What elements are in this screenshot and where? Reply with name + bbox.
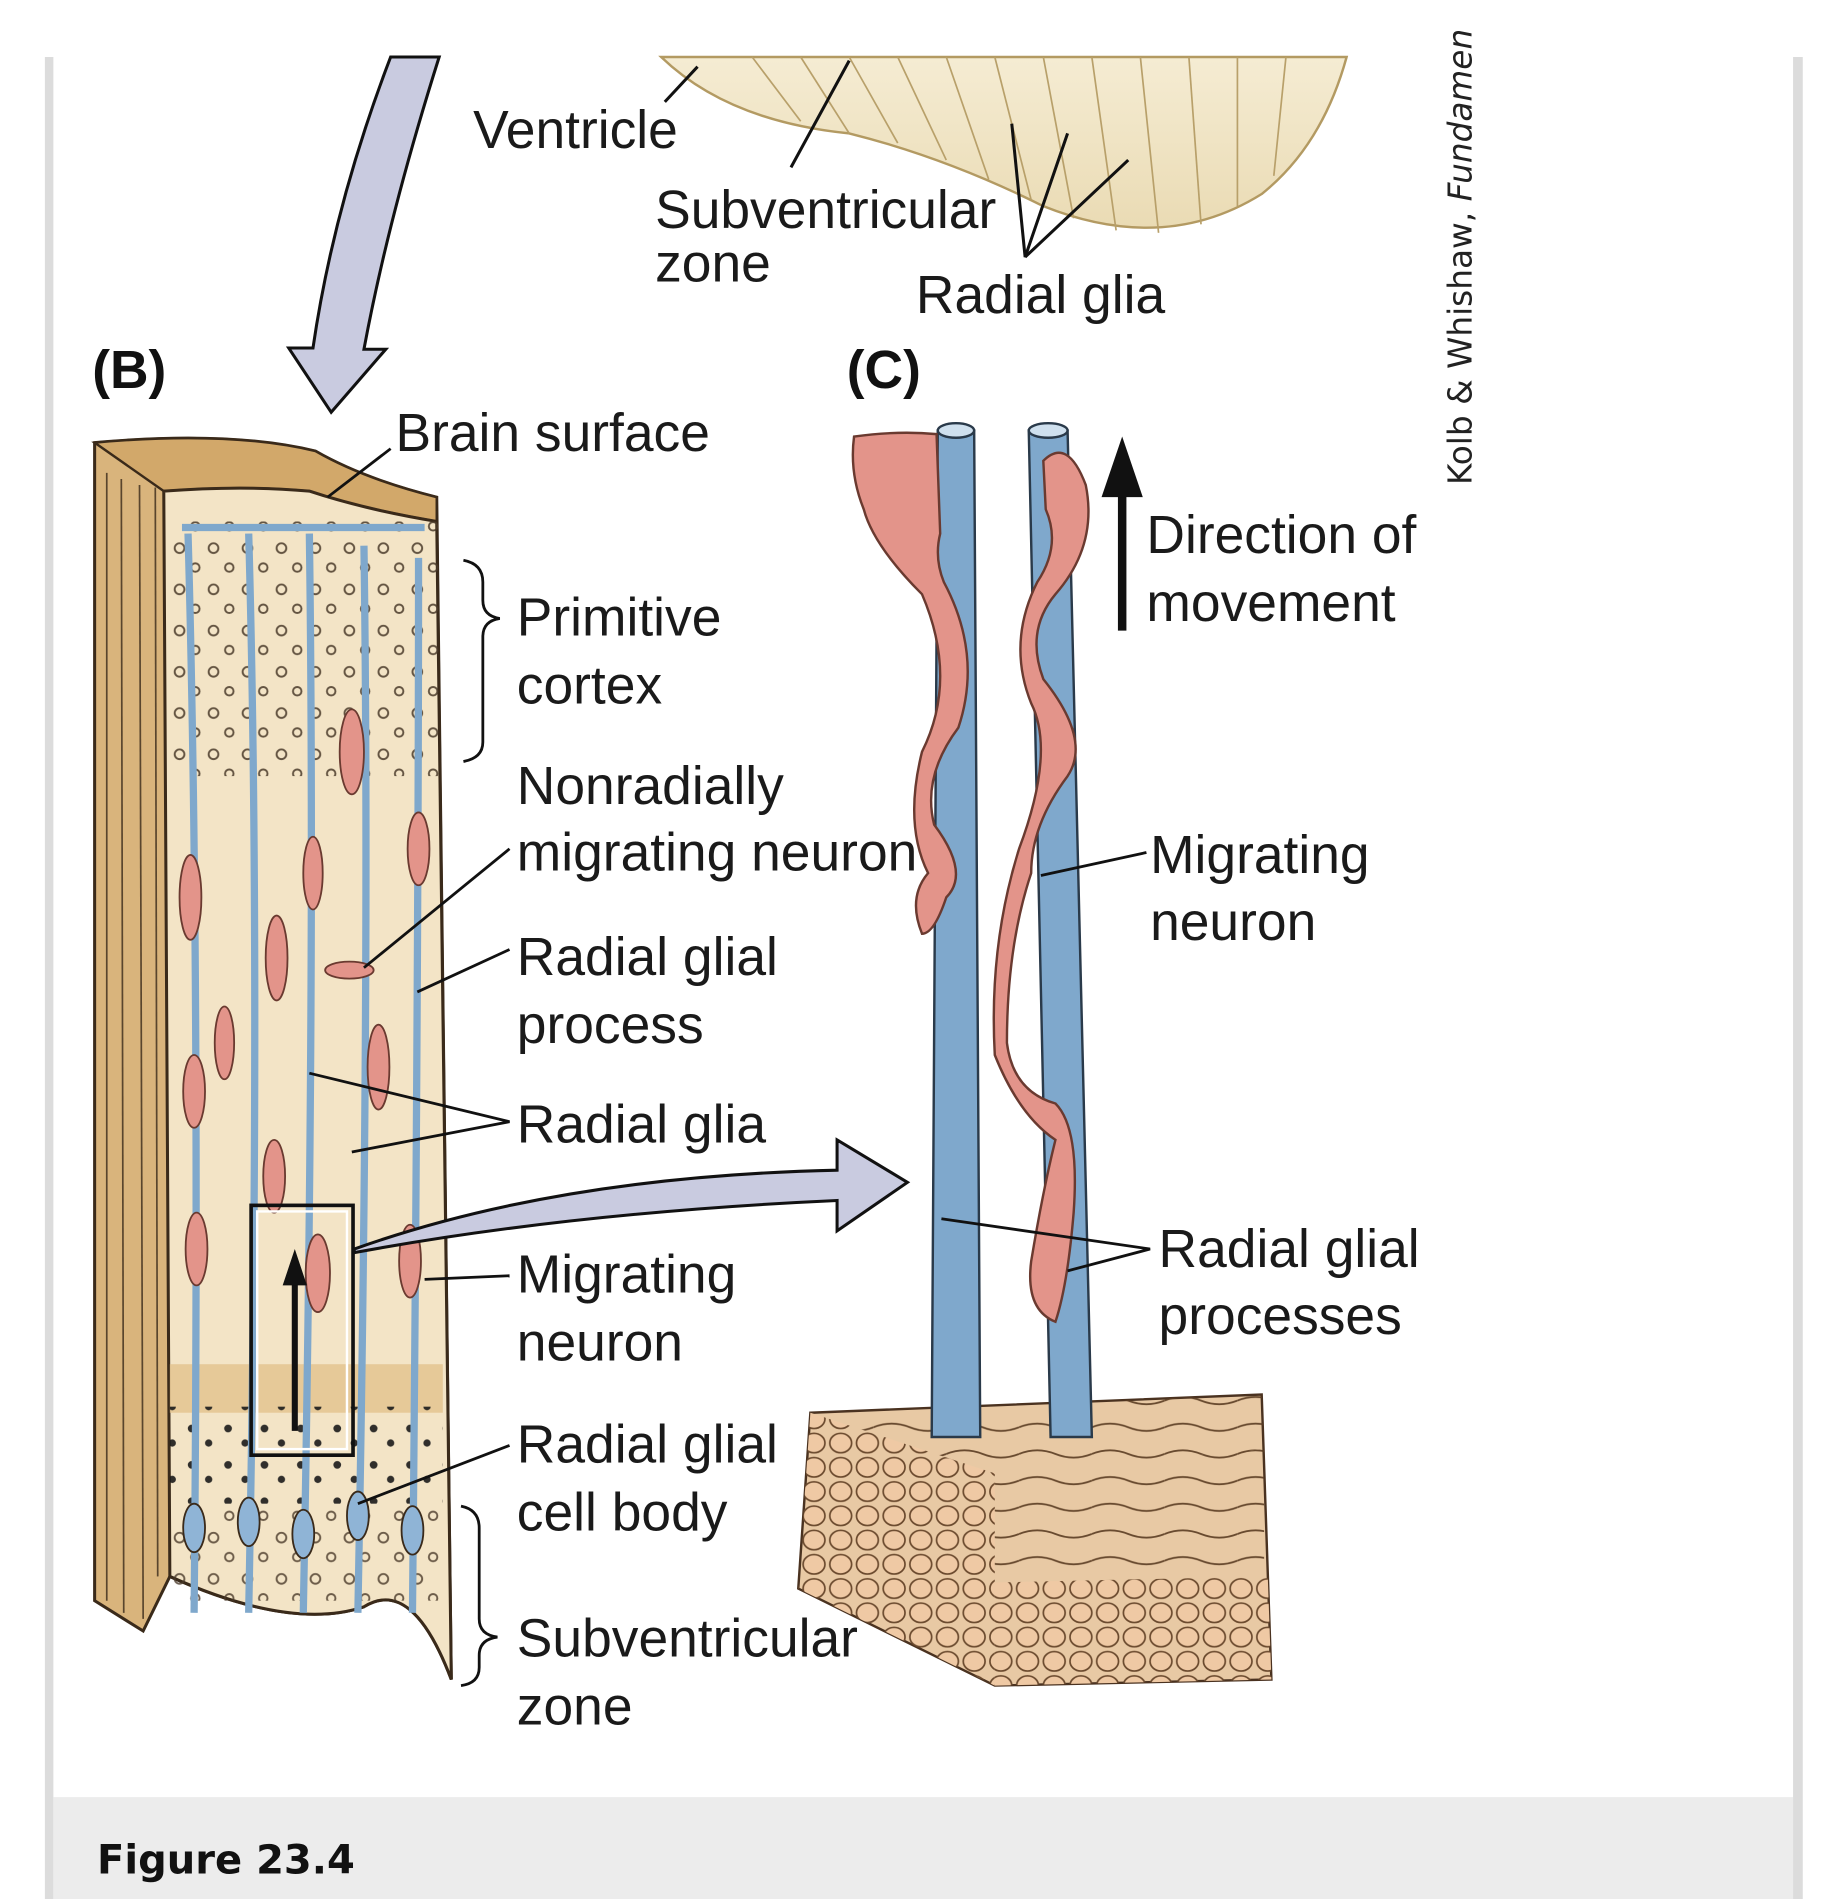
- panel-label-c: (C): [847, 341, 921, 400]
- movement-arrow-inset: [282, 1249, 307, 1431]
- panel-label-b: (B): [92, 341, 166, 400]
- migrating-neuron-c-left: [851, 431, 969, 935]
- label-subventricular-b: Subventricular: [517, 1609, 858, 1668]
- figure-caption: Figure 23.4: [97, 1838, 355, 1884]
- frame-border-left: [44, 56, 54, 1899]
- fiber-block-c: [796, 1393, 1273, 1687]
- credit-text: Kolb & Whishaw, Fundamen: [1442, 29, 1480, 485]
- label-zone-top: zone: [655, 234, 771, 293]
- label-radial-glia-top: Radial glia: [916, 266, 1166, 325]
- label-cell-body: cell body: [517, 1483, 728, 1542]
- label-direction-of: Direction of: [1146, 506, 1416, 565]
- label-primitive: Primitive: [517, 588, 722, 647]
- arrow-to-panel-b: [285, 55, 442, 415]
- label-migrating-b: Migrating: [517, 1246, 737, 1305]
- inset-box: [249, 1203, 355, 1457]
- frame-border-right: [1793, 56, 1803, 1899]
- leader-lines-c: [941, 851, 1151, 1273]
- label-ventricle: Ventricle: [473, 101, 678, 160]
- migrating-neuron-c-right: [992, 451, 1090, 1324]
- inset-box-inner: [255, 1210, 349, 1451]
- label-zone-b: zone: [517, 1677, 633, 1736]
- label-radial-glial-c: Radial glial: [1159, 1220, 1420, 1279]
- leader-lines-b: [309, 447, 511, 1687]
- label-neuron-c: neuron: [1150, 893, 1316, 952]
- label-radial-glial-cell: Radial glial: [517, 1415, 778, 1474]
- label-process: process: [517, 996, 704, 1055]
- caption-bar: [53, 1797, 1794, 1899]
- label-radial-glia-b: Radial glia: [517, 1095, 767, 1154]
- label-radial-glial-process: Radial glial: [517, 928, 778, 987]
- label-processes-c: processes: [1159, 1287, 1402, 1346]
- label-neuron-b: neuron: [517, 1314, 683, 1373]
- direction-arrow-c[interactable]: [1101, 436, 1143, 631]
- label-nonradially: Nonradially: [517, 757, 784, 816]
- label-cortex: cortex: [517, 656, 663, 715]
- label-brain-surface: Brain surface: [395, 404, 709, 463]
- cortex-tissue-block: [91, 436, 453, 1681]
- label-movement: movement: [1146, 574, 1395, 633]
- leader-lines-top: [663, 59, 1130, 259]
- label-subventricular-top: Subventricular: [655, 181, 996, 240]
- label-migrating-neuron-nonradial: migrating neuron: [517, 824, 918, 883]
- glial-cell-bodies-b: [182, 1490, 425, 1560]
- arrow-to-panel-c: [352, 1137, 911, 1255]
- label-migrating-c: Migrating: [1150, 826, 1370, 885]
